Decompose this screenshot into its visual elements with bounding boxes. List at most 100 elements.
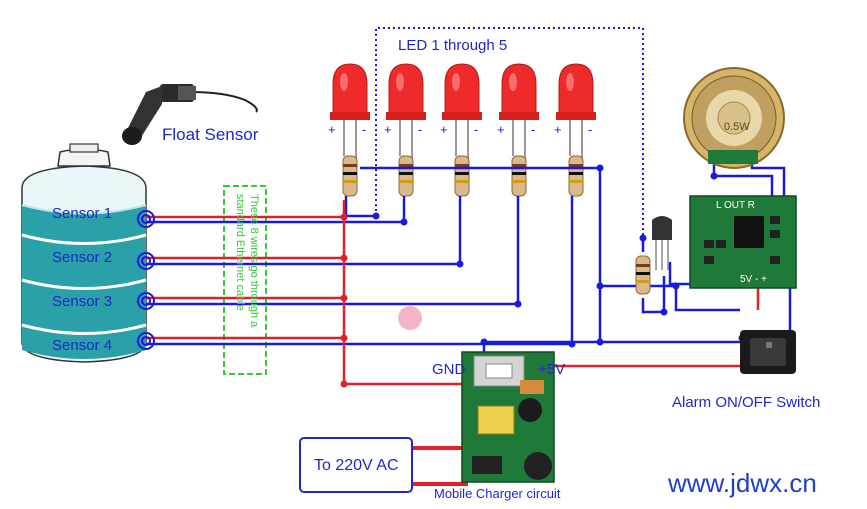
led-glare bbox=[340, 73, 348, 91]
resistor-band bbox=[455, 164, 469, 167]
led-body bbox=[444, 63, 480, 119]
led-rim bbox=[499, 112, 539, 120]
sensor-2-label: Sensor 2 bbox=[52, 249, 112, 266]
ac-input-label: To 220V AC bbox=[314, 457, 399, 474]
resistor-band bbox=[512, 172, 526, 175]
led-1: +- bbox=[328, 63, 370, 197]
resistor-band bbox=[399, 164, 413, 167]
plus5v-label: +5V bbox=[538, 361, 565, 378]
ring-outer bbox=[137, 210, 155, 228]
alarm-switch-label: Alarm ON/OFF Switch bbox=[672, 394, 820, 411]
junction-dot bbox=[660, 308, 668, 316]
junction-dot bbox=[672, 282, 680, 290]
led-body bbox=[388, 63, 424, 119]
junction-dot bbox=[340, 213, 348, 221]
transistor-resistor bbox=[635, 255, 651, 295]
led-glare bbox=[509, 73, 517, 91]
sensor-ring-2 bbox=[137, 252, 155, 270]
junction-dot bbox=[514, 300, 522, 308]
ring-inner bbox=[141, 214, 151, 224]
resistor-band bbox=[512, 180, 526, 183]
ethernet-cable-box bbox=[223, 185, 267, 375]
resistor-band bbox=[399, 172, 413, 175]
junction-dot bbox=[596, 338, 604, 346]
led-resistor bbox=[568, 155, 584, 197]
pointer-dot bbox=[398, 306, 422, 330]
led-3: +- bbox=[440, 63, 482, 197]
led-minus-mark: - bbox=[588, 122, 592, 137]
amp-out-label: L OUT R bbox=[716, 200, 755, 211]
led-rim bbox=[386, 112, 426, 120]
sensor-ring-3 bbox=[137, 292, 155, 310]
led-rim bbox=[442, 112, 482, 120]
resistor-band bbox=[569, 164, 583, 167]
junction-dot bbox=[568, 340, 576, 348]
led-body bbox=[332, 63, 368, 119]
junction-dot bbox=[340, 380, 348, 388]
ring-outer bbox=[137, 332, 155, 350]
led-title-label: LED 1 through 5 bbox=[398, 37, 507, 54]
junction-dot bbox=[340, 334, 348, 342]
led-plus-mark: + bbox=[328, 122, 336, 137]
junction-dot bbox=[596, 282, 604, 290]
resistor-band bbox=[569, 172, 583, 175]
sensor-ring-4 bbox=[137, 332, 155, 350]
junction-dot bbox=[456, 260, 464, 268]
ring-outer bbox=[137, 292, 155, 310]
alarm-switch-image bbox=[740, 330, 796, 374]
led-rim bbox=[330, 112, 370, 120]
cable-note-line1: These 8 wires go through a bbox=[248, 194, 260, 328]
cable-note-line2: standard Ethernet cable bbox=[234, 194, 246, 311]
amplifier-board bbox=[689, 195, 797, 289]
amp-power-label: 5V - + bbox=[740, 274, 767, 285]
junction-dot bbox=[710, 172, 718, 180]
junction-dot bbox=[480, 338, 488, 346]
led-plus-mark: + bbox=[440, 122, 448, 137]
resistor-band bbox=[455, 180, 469, 183]
junction-dot bbox=[372, 212, 380, 220]
junction-dot bbox=[340, 294, 348, 302]
resistor-band bbox=[343, 164, 357, 167]
sensor-ring-1 bbox=[137, 210, 155, 228]
gnd-label: GND bbox=[432, 361, 466, 378]
resistor-band bbox=[455, 172, 469, 175]
resistor-band bbox=[343, 180, 357, 183]
junction-dot bbox=[400, 218, 408, 226]
led-minus-mark: - bbox=[531, 122, 535, 137]
led-plus-mark: + bbox=[497, 122, 505, 137]
dotted-wire bbox=[375, 27, 644, 238]
speaker-image bbox=[683, 67, 785, 169]
led-plus-mark: + bbox=[554, 122, 562, 137]
ring-outer bbox=[137, 252, 155, 270]
led-rim bbox=[556, 112, 596, 120]
ring-inner bbox=[141, 336, 151, 346]
led-body bbox=[501, 63, 537, 119]
led-minus-mark: - bbox=[418, 122, 422, 137]
led-resistor bbox=[454, 155, 470, 197]
junction-dot bbox=[639, 234, 647, 242]
led-minus-mark: - bbox=[474, 122, 478, 137]
float-sensor-image bbox=[122, 84, 258, 145]
resistor-band bbox=[569, 180, 583, 183]
led-glare bbox=[452, 73, 460, 91]
junction-dot bbox=[596, 164, 604, 172]
led-2: +- bbox=[384, 63, 426, 197]
website-label: www.jdwx.cn bbox=[667, 468, 817, 498]
sensor-4-label: Sensor 4 bbox=[52, 337, 112, 354]
resistor-band bbox=[343, 172, 357, 175]
led-body bbox=[558, 63, 594, 119]
led-plus-mark: + bbox=[384, 122, 392, 137]
resistor-band bbox=[399, 180, 413, 183]
speaker-mark-label: 0.5W bbox=[724, 121, 750, 133]
led-resistor bbox=[398, 155, 414, 197]
ring-inner bbox=[141, 256, 151, 266]
led-4: +- bbox=[497, 63, 539, 197]
float-sensor-label: Float Sensor bbox=[162, 125, 259, 144]
led-resistor bbox=[511, 155, 527, 197]
led-glare bbox=[566, 73, 574, 91]
sensor-rings bbox=[137, 210, 155, 350]
sensor-1-label: Sensor 1 bbox=[52, 205, 112, 222]
transistor bbox=[652, 216, 672, 270]
led-minus-mark: - bbox=[362, 122, 366, 137]
ring-inner bbox=[141, 296, 151, 306]
